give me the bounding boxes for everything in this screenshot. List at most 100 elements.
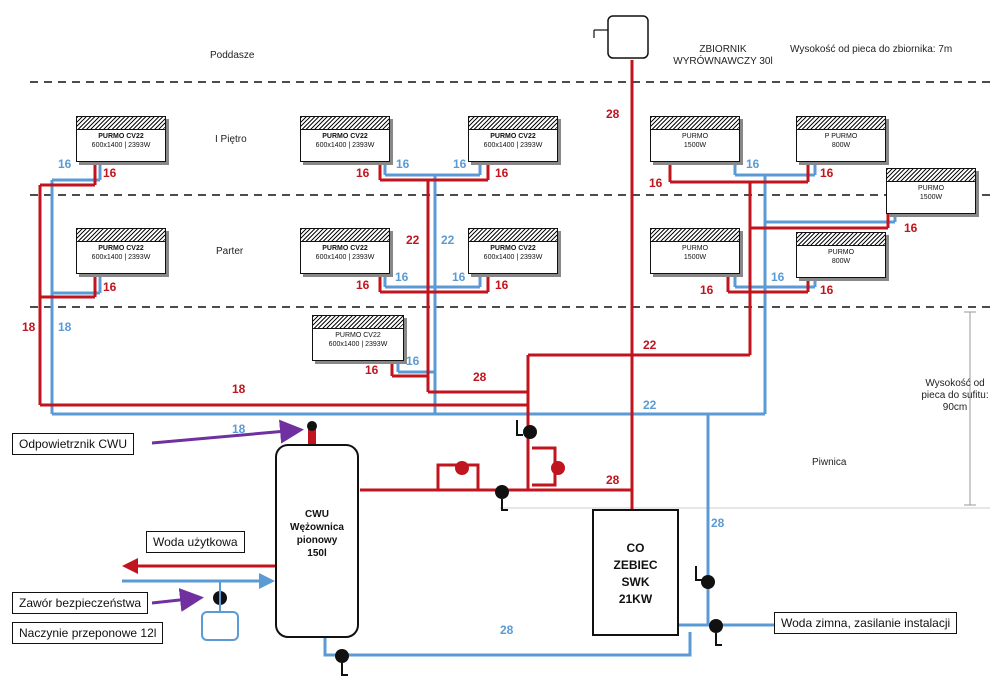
size-label-28: 28 xyxy=(606,107,620,121)
cwu-line-1: CWU xyxy=(305,509,329,520)
radiator-fins xyxy=(301,117,389,130)
radiator-first-3: PURMO CV22 600x1400 | 2393W xyxy=(468,116,558,162)
radiator-stair: PURMO CV22 600x1400 | 2393W xyxy=(312,315,404,361)
radiator-fins xyxy=(651,117,739,130)
cwu-line-2: Wężownica xyxy=(290,522,344,533)
radiator-fins xyxy=(301,229,389,242)
radiator-model: PURMO CV22 xyxy=(335,332,381,339)
radiator-first-1: PURMO CV22 600x1400 | 2393W xyxy=(76,116,166,162)
hot-water-arrow xyxy=(122,558,275,574)
size-label-22: 22 xyxy=(406,233,420,247)
radiator-model: PURMO CV22 xyxy=(98,245,144,252)
size-label-28: 28 xyxy=(711,516,725,530)
callout-cold-water: Woda zimna, zasilanie instalacji xyxy=(774,612,958,634)
floor-dividers xyxy=(30,81,990,308)
radiator-fins xyxy=(797,117,885,130)
size-label-16: 16 xyxy=(746,157,760,171)
size-label-16: 16 xyxy=(103,280,117,294)
callout-hot-water: Woda użytkowa xyxy=(146,531,245,553)
radiator-model: PURMO CV22 xyxy=(490,133,536,140)
radiator-spec: 600x1400 | 2393W xyxy=(315,142,375,149)
size-label-18: 18 xyxy=(232,382,246,396)
radiator-fins xyxy=(887,169,975,182)
cwu-tank xyxy=(275,444,359,638)
radiator-ground-1: PURMO CV22 600x1400 | 2393W xyxy=(76,228,166,274)
size-label-28: 28 xyxy=(500,623,514,637)
radiator-fins xyxy=(313,316,403,329)
tank-height-note: Wysokość od pieca do zbiornika: 7m xyxy=(790,44,953,55)
valves xyxy=(213,420,723,676)
radiator-spec: 600x1400 | 2393W xyxy=(91,142,151,149)
radiator-model: PURMO CV22 xyxy=(322,245,368,252)
size-label-16: 16 xyxy=(103,166,117,180)
size-label-16: 16 xyxy=(452,270,466,284)
radiator-ground-3: PURMO CV22 600x1400 | 2393W xyxy=(468,228,558,274)
expansion-tank-30l xyxy=(593,15,649,59)
size-label-22: 22 xyxy=(441,233,455,247)
radiator-spec: 1500W xyxy=(919,194,943,201)
radiator-spec: 600x1400 | 2393W xyxy=(315,254,375,261)
size-label-16: 16 xyxy=(58,157,72,171)
size-label-22: 22 xyxy=(643,338,657,352)
size-label-18: 18 xyxy=(22,320,36,334)
callout-arrows xyxy=(151,419,304,612)
radiator-spec: 800W xyxy=(831,142,851,149)
radiator-model: PURMO xyxy=(917,185,945,192)
radiator-fins xyxy=(77,117,165,130)
radiator-first-4: PURMO 1500W xyxy=(650,116,740,162)
floor-attic-label: Poddasze xyxy=(210,50,255,61)
size-label-16: 16 xyxy=(396,157,410,171)
size-label-28: 28 xyxy=(473,370,487,384)
radiator-spec: 600x1400 | 2393W xyxy=(328,341,388,348)
size-label-16: 16 xyxy=(700,283,714,297)
ceiling-height-note: Wysokość od pieca do sufitu: 90cm xyxy=(921,378,989,413)
size-label-16: 16 xyxy=(406,354,420,368)
size-label-16: 16 xyxy=(649,176,663,190)
radiator-model: PURMO CV22 xyxy=(322,133,368,140)
boiler xyxy=(592,509,679,636)
size-label-16: 16 xyxy=(820,166,834,180)
radiator-spec: 800W xyxy=(831,258,851,265)
size-label-16: 16 xyxy=(356,278,370,292)
radiator-fins xyxy=(77,229,165,242)
callout-expansion-vessel: Naczynie przeponowe 12l xyxy=(12,622,164,644)
size-label-16: 16 xyxy=(820,283,834,297)
radiator-spec: 600x1400 | 2393W xyxy=(483,142,543,149)
boiler-label: CO ZEBIEC SWK 21KW xyxy=(593,540,678,608)
radiator-first-6: PURMO 1500W xyxy=(886,168,976,214)
ceiling-height-dimension xyxy=(964,311,976,506)
radiator-model: PURMO CV22 xyxy=(98,133,144,140)
radiator-ground-2: PURMO CV22 600x1400 | 2393W xyxy=(300,228,390,274)
radiator-first-2: PURMO CV22 600x1400 | 2393W xyxy=(300,116,390,162)
floor-ground-label: Parter xyxy=(216,246,244,257)
radiator-model: PURMO CV22 xyxy=(490,245,536,252)
size-label-18: 18 xyxy=(232,422,246,436)
cwu-line-3: pionowy xyxy=(296,535,338,546)
callout-safety-valve: Zawór bezpieczeństwa xyxy=(12,592,149,614)
supply-pipes xyxy=(38,60,890,510)
vent-valve xyxy=(307,421,317,445)
cwu-line-4: 150l xyxy=(307,548,327,559)
size-label-16: 16 xyxy=(495,166,509,180)
return-pipes xyxy=(50,160,897,657)
boiler-line-2: ZEBIEC xyxy=(613,558,658,572)
radiator-spec: 600x1400 | 2393W xyxy=(91,254,151,261)
radiator-model: PURMO xyxy=(681,133,709,140)
floor-first-label: I Piętro xyxy=(215,134,247,145)
radiator-spec: 600x1400 | 2393W xyxy=(483,254,543,261)
radiator-fins xyxy=(797,233,885,246)
radiator-fins xyxy=(469,229,557,242)
size-label-22: 22 xyxy=(643,398,657,412)
size-label-16: 16 xyxy=(771,270,785,284)
size-label-16: 16 xyxy=(365,363,379,377)
boiler-line-3: SWK xyxy=(621,575,650,589)
size-label-18: 18 xyxy=(58,320,72,334)
pump-supply xyxy=(455,461,565,475)
radiator-spec: 1500W xyxy=(683,142,707,149)
boiler-line-1: CO xyxy=(626,541,645,555)
radiator-model: PURMO xyxy=(827,249,855,256)
callout-vent: Odpowietrznik CWU xyxy=(12,433,135,455)
